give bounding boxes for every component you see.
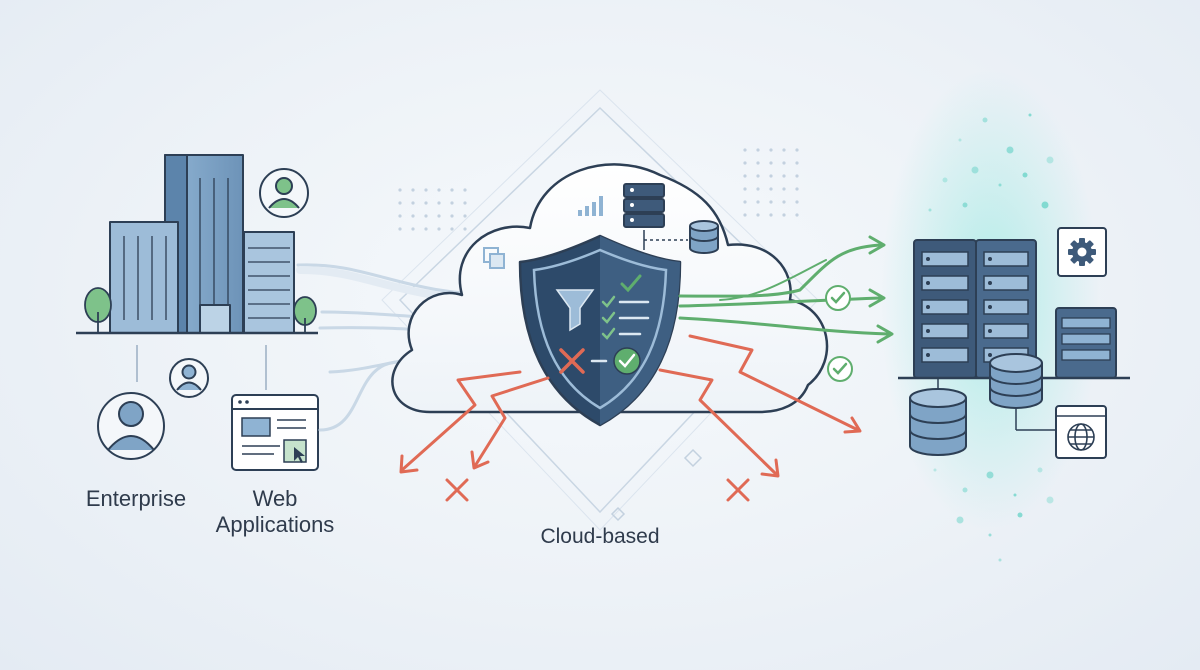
web-applications-label-line2: Applications: [215, 512, 335, 537]
dot-grid-decoration: [398, 148, 799, 231]
check-circle-icon: [827, 356, 853, 382]
datacenter-connectors: [937, 378, 1056, 431]
enterprise-label: Enterprise: [85, 486, 187, 511]
database-icon: [909, 388, 967, 456]
database-icon: [689, 220, 719, 254]
server-rack-icon: [623, 183, 665, 228]
cloud-connectors: [643, 230, 688, 250]
server-rack-icon: [1055, 307, 1117, 379]
office-buildings-icon: [76, 154, 318, 335]
web-applications-label: Web Applications: [200, 486, 350, 538]
x-mark-icon: [726, 478, 750, 502]
web-applications-label-line1: Web: [252, 486, 298, 511]
allowed-traffic-arrows: [678, 235, 894, 344]
background-diamond: [381, 89, 819, 531]
database-icon: [989, 353, 1043, 409]
x-mark-icon: [559, 348, 585, 374]
user-avatar-icon: [169, 358, 209, 398]
user-avatar-icon: [259, 168, 309, 218]
window-stack-icon: [483, 247, 505, 269]
bar-chart-icon: [578, 196, 603, 216]
blocked-traffic-arrows: [399, 334, 862, 478]
mouse-cursor-icon: [294, 447, 305, 463]
browser-window-icon: [231, 394, 319, 471]
check-circle-icon: [613, 347, 641, 375]
diamond-decoration: [610, 448, 703, 522]
x-mark-icon: [445, 478, 469, 502]
filter-funnel-icon: [555, 289, 595, 332]
cloud-based-label: Cloud-based: [540, 525, 660, 548]
server-rack-icon: [913, 239, 1037, 379]
check-circle-icon: [825, 285, 851, 311]
user-avatar-icon: [97, 392, 165, 460]
enterprise-connectors: [136, 345, 267, 390]
globe-icon: [1055, 405, 1107, 459]
checklist-icon: [601, 274, 650, 340]
gear-icon: [1057, 227, 1107, 277]
tree-icon: [84, 287, 317, 333]
security-shield-icon: [518, 234, 682, 427]
